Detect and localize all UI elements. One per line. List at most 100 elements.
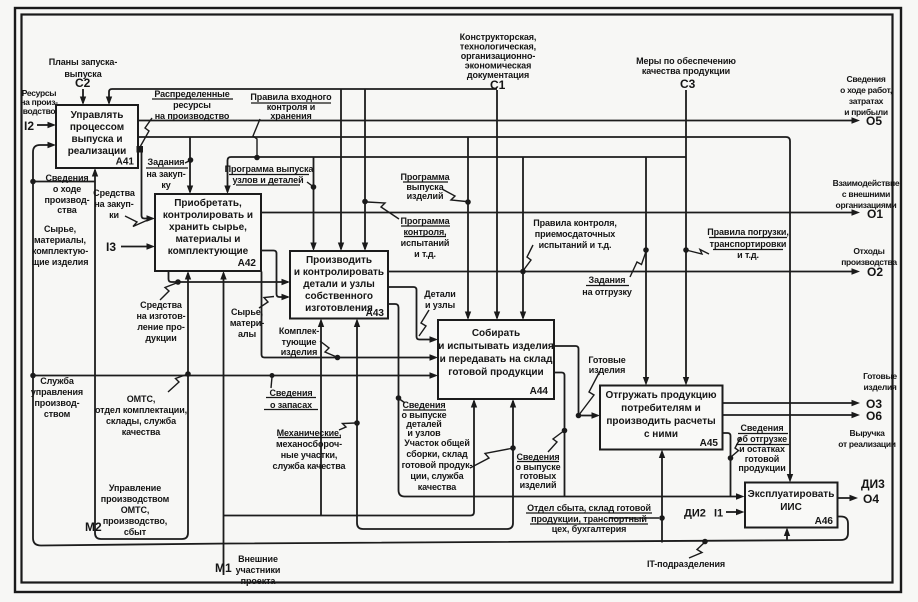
svg-text:Сведения: Сведения [45,173,88,183]
svg-text:и контролировать: и контролировать [294,267,384,278]
svg-text:затратах: затратах [849,96,884,106]
svg-text:собственного: собственного [305,290,373,302]
svg-text:сбыт: сбыт [124,527,147,537]
svg-text:Управление: Управление [109,483,161,493]
svg-text:ки: ки [109,210,119,220]
svg-text:цех, бухгалтерия: цех, бухгалтерия [552,524,627,534]
svg-text:С1: С1 [490,78,506,92]
svg-text:Правила входного: Правила входного [250,92,332,102]
svg-text:Сырье,: Сырье, [231,307,263,317]
svg-text:ДИ2: ДИ2 [684,508,706,520]
svg-text:качества: качества [418,482,458,492]
svg-text:Приобретать,: Приобретать, [174,197,242,209]
svg-text:Планы запуска-: Планы запуска- [49,57,118,67]
svg-text:на изготов-: на изготов- [136,311,185,321]
svg-text:качества: качества [122,427,162,437]
svg-text:выпуска: выпуска [406,182,444,192]
svg-text:продукции, транспортный: продукции, транспортный [531,514,647,524]
svg-text:Сведения: Сведения [516,452,559,462]
svg-text:производства: производства [841,257,897,267]
svg-text:матери-: матери- [230,318,264,328]
svg-text:ИИС: ИИС [780,502,802,513]
svg-text:О3: О3 [866,397,882,411]
svg-text:Программа: Программа [400,172,450,182]
svg-text:реализации: реализации [68,146,127,157]
svg-text:изделия: изделия [863,382,896,392]
svg-text:продукции: продукции [738,463,785,473]
svg-text:Готовые: Готовые [863,371,897,381]
svg-text:ции, служба: ции, служба [410,471,464,481]
svg-text:алы: алы [238,329,257,339]
svg-text:хранения: хранения [270,111,311,121]
svg-text:и узлы: и узлы [425,300,455,310]
svg-text:ДИ3: ДИ3 [861,477,885,491]
svg-text:от реализации: от реализации [838,439,895,449]
svg-text:на производство: на производство [155,111,230,121]
svg-text:узлов и деталей: узлов и деталей [232,175,303,185]
svg-text:о ходе: о ходе [53,184,81,194]
svg-text:проекта: проекта [241,576,277,586]
svg-text:об отгрузке: об отгрузке [737,434,787,444]
svg-text:А43: А43 [366,308,385,319]
svg-text:I2: I2 [24,119,34,133]
svg-text:экономическая: экономическая [465,61,531,71]
svg-text:с ними: с ними [644,429,678,440]
svg-text:качества продукции: качества продукции [642,66,730,76]
svg-text:ОМТС,: ОМТС, [127,394,156,404]
svg-text:Отгружать продукцию: Отгружать продукцию [605,390,717,401]
svg-text:Комплек-: Комплек- [279,326,319,336]
svg-text:Отходы: Отходы [853,246,884,256]
svg-text:готовой продук-: готовой продук- [402,460,473,470]
svg-text:о выпуске: о выпуске [515,462,560,472]
svg-text:А46: А46 [815,516,834,527]
svg-text:Участок общей: Участок общей [404,438,470,448]
svg-text:Ресурсы: Ресурсы [22,88,57,98]
svg-text:и прибыли: и прибыли [844,107,888,117]
svg-text:испытаний и т.д.: испытаний и т.д. [539,240,612,250]
svg-text:производ-: производ- [44,195,89,205]
svg-text:производ-: производ- [34,398,79,408]
svg-text:контроля,: контроля, [403,227,446,237]
svg-text:Взаимодействие: Взаимодействие [833,178,900,188]
svg-text:Программа выпуска: Программа выпуска [225,164,315,174]
svg-text:А44: А44 [530,386,549,397]
svg-text:ку: ку [161,180,170,190]
svg-text:испытаний: испытаний [401,238,450,248]
svg-text:Механические,: Механические, [277,428,342,438]
svg-text:на закуп-: на закуп- [146,169,185,179]
svg-text:щие изделия: щие изделия [32,257,89,267]
svg-text:Задания: Задания [148,157,185,167]
svg-text:Распределенные: Распределенные [154,89,229,99]
svg-text:с внешними: с внешними [842,189,890,199]
svg-text:материалы,: материалы, [34,235,86,245]
svg-text:процессом: процессом [70,122,124,133]
svg-text:организационно-: организационно- [461,51,536,61]
svg-text:отдел комплектации,: отдел комплектации, [95,405,187,415]
svg-text:ОМТС,: ОМТС, [121,505,150,515]
svg-text:С2: С2 [75,76,91,90]
svg-text:Меры по обеспечению: Меры по обеспечению [636,56,736,66]
svg-text:изготовления: изготовления [305,303,373,314]
svg-text:Программа: Программа [400,216,450,226]
svg-text:Средства: Средства [93,188,136,198]
svg-text:на закуп-: на закуп- [94,199,133,209]
svg-text:Сведения: Сведения [846,74,885,84]
svg-text:А45: А45 [700,438,719,449]
svg-text:Правила контроля,: Правила контроля, [533,218,617,228]
svg-text:готовых: готовых [520,471,556,481]
svg-text:организациями: организациями [836,200,897,210]
svg-text:документация: документация [467,70,529,80]
svg-text:производство,: производство, [103,516,167,526]
svg-text:комплектующие: комплектующие [168,246,249,257]
svg-text:М2: М2 [85,520,102,534]
svg-text:приемосдаточных: приемосдаточных [535,229,616,239]
svg-text:О2: О2 [867,265,883,279]
svg-text:ресурсы: ресурсы [173,100,211,110]
svg-text:материалы и: материалы и [176,234,241,245]
svg-text:деталей: деталей [406,419,441,429]
svg-text:ление про-: ление про- [137,322,185,332]
svg-text:Детали: Детали [424,289,455,299]
svg-text:сборки, склад: сборки, склад [406,449,468,459]
svg-text:производством: производством [101,494,170,504]
svg-text:С3: С3 [680,77,696,91]
